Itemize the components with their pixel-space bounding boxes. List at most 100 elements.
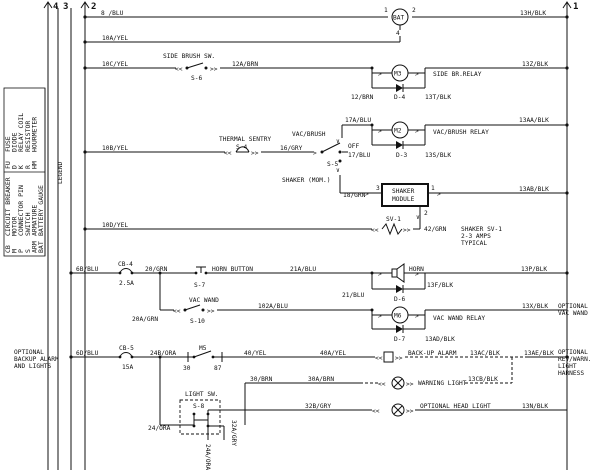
warning-light-label: WARNING LIGHT — [418, 380, 467, 387]
thermal-sentry-label: THERMAL SENTRY — [219, 136, 271, 143]
diode-d4-label: D-4 — [394, 94, 405, 101]
wire-30a-brn: 30A/BRN — [308, 376, 334, 383]
vac-wand-relay-label: VAC WAND RELAY — [433, 315, 485, 322]
svg-text:1: 1 — [384, 7, 388, 14]
horn-button-label: HORN BUTTON — [212, 266, 253, 273]
shaker-pin-3: 3 — [376, 185, 380, 192]
svg-text:>: > — [313, 150, 317, 157]
optional-backup-1: OPTIONAL — [14, 349, 44, 356]
wire-32b-gry: 32B/GRY — [305, 403, 331, 410]
svg-text:>>: >> — [207, 308, 215, 315]
optional-vac-wand-1: OPTIONAL — [558, 303, 588, 310]
wire-10d-yel: 10D/YEL — [102, 222, 128, 229]
optional-vac-wand-2: VAC WAND — [558, 310, 588, 317]
breaker-cb4-amps: 2.5A — [119, 280, 134, 287]
shaker-mom-label: SHAKER (MOM.) — [282, 177, 330, 184]
wire-13x-blk: 13X/BLK — [522, 303, 548, 310]
svg-text:>>: >> — [406, 408, 414, 415]
shaker-module-line2: MODULE — [392, 196, 415, 203]
off-position-label: OFF — [348, 143, 359, 150]
s5-bottom-arrow: ∨ — [336, 167, 340, 174]
wire-13h-blk: 13H/BLK — [520, 10, 546, 17]
wire-30-brn: 30/BRN — [250, 376, 273, 383]
wire-13z-blk: 13Z/BLK — [522, 61, 548, 68]
breaker-cb4-label: CB-4 — [118, 261, 133, 268]
optional-backup-2: BACKUP ALARM — [14, 356, 59, 363]
wire-21-blu: 21/BLU — [342, 292, 365, 299]
svg-text:>>: >> — [251, 150, 259, 157]
light-switch-label: LIGHT SW. — [185, 391, 219, 398]
wire-40a-yel: 40A/YEL — [320, 350, 346, 357]
rails: 4 3 2 1 — [43, 1, 578, 470]
shaker-module-box — [381, 183, 429, 207]
wire-20a-grn: 20A/GRN — [132, 316, 158, 323]
vac-wand-switch-label: VAC WAND — [189, 297, 219, 304]
legend-key: R — [24, 165, 32, 169]
svg-text:>: > — [437, 191, 441, 198]
svg-text:<<: << — [378, 381, 386, 388]
wire-13t-blk: 13T/BLK — [425, 94, 451, 101]
legend-value: FUSE — [4, 136, 12, 152]
shaker-circuit: > 18/GRN SHAKER MODULE 3 1 2 > 13AB/BLK … — [85, 183, 567, 247]
wire-12-brn: 12/BRN — [351, 94, 374, 101]
svg-text:<<: << — [173, 308, 181, 315]
legend-key: M — [11, 249, 19, 253]
legend-value: RESISTOR — [24, 121, 32, 152]
diode-d7-label: D-7 — [394, 336, 405, 343]
wire-13n-blk: 13N/BLK — [522, 403, 548, 410]
wire-16-gry: 16/GRY — [280, 145, 303, 152]
svg-text:>>: >> — [395, 355, 403, 362]
rail-3-label: 3 — [63, 2, 68, 12]
svg-text:4: 4 — [396, 30, 400, 37]
vac-brush-relay-id: M2 — [394, 128, 402, 135]
diode-d6-label: D-6 — [394, 296, 405, 303]
legend-value: CONNECTOR PIN — [17, 185, 25, 236]
vac-brush-relay-label: VAC/BRUSH RELAY — [433, 129, 489, 136]
wire-20-grn: 20/GRN — [145, 266, 168, 273]
svg-text:>: > — [415, 128, 419, 135]
relay-m5-pin-30: 30 — [183, 365, 191, 372]
side-brush-relay-label: SIDE BR.RELAY — [433, 71, 482, 78]
diode-d4-symbol — [396, 84, 403, 92]
shaker-module-line1: SHAKER — [392, 188, 415, 195]
legend-value: HOURMETER — [30, 117, 38, 152]
breaker-cb5-label: CB-5 — [119, 345, 134, 352]
thermal-sentry-circuit: THERMAL SENTRY S-4 << >> 10B/YEL 16/GRY … — [85, 131, 371, 193]
svg-text:>: > — [365, 191, 369, 198]
wire-18-grn: 18/GRN — [343, 192, 366, 199]
diode-d7-symbol — [396, 325, 403, 333]
side-brush-circuit: SIDE BRUSH SW. << >> S-6 10C/YEL 12A/BRN… — [85, 53, 567, 101]
backup-alarm-label: BACK-UP ALARM — [408, 350, 457, 357]
battery-gauge-label: BAT — [393, 15, 404, 22]
harness-label-2: REV/WARN. — [558, 356, 592, 363]
side-brush-switch-id: S-6 — [191, 75, 202, 82]
side-brush-switch-label: SIDE BRUSH SW. — [163, 53, 215, 60]
wire-42-grn: 42/GRN — [424, 226, 447, 233]
vac-wand-switch-id: S-10 — [190, 318, 205, 325]
wire-13cb-blk: 13CB/BLK — [468, 376, 498, 383]
breaker-cb5-amps: 15A — [122, 364, 133, 371]
thermal-sentry-id: S-4 — [236, 144, 247, 151]
wire-13ae-blk: 13AE/BLK — [524, 350, 554, 357]
wire-32a-gry: 32A/GRY — [230, 420, 237, 446]
light-switch-id: S-8 — [193, 403, 204, 410]
wire-12a-brn: 12A/BRN — [232, 61, 258, 68]
legend-key: BAT — [37, 241, 45, 253]
wire-24a-ora: 24A/ORA — [204, 444, 211, 470]
horn-symbol — [391, 268, 398, 278]
wire-8-blu: 8 /BLU — [101, 10, 124, 17]
legend-value: MOTOR — [11, 216, 19, 236]
legend-key: FU — [4, 161, 12, 169]
svg-text:>: > — [415, 71, 419, 78]
head-light-label: OPTIONAL HEAD LIGHT — [420, 403, 491, 410]
legend-title: LEGEND — [57, 161, 64, 184]
legend-value: ARMATURE — [30, 205, 38, 236]
switch-s5-id: S-5 — [327, 161, 338, 168]
svg-text:>: > — [378, 71, 382, 78]
wire-17a-blu: 17A/BLU — [345, 117, 371, 124]
legend-key: CB — [4, 245, 12, 253]
wire-13ad-blk: 13AD/BLK — [425, 336, 455, 343]
relay-m5-label: M5 — [199, 345, 207, 352]
